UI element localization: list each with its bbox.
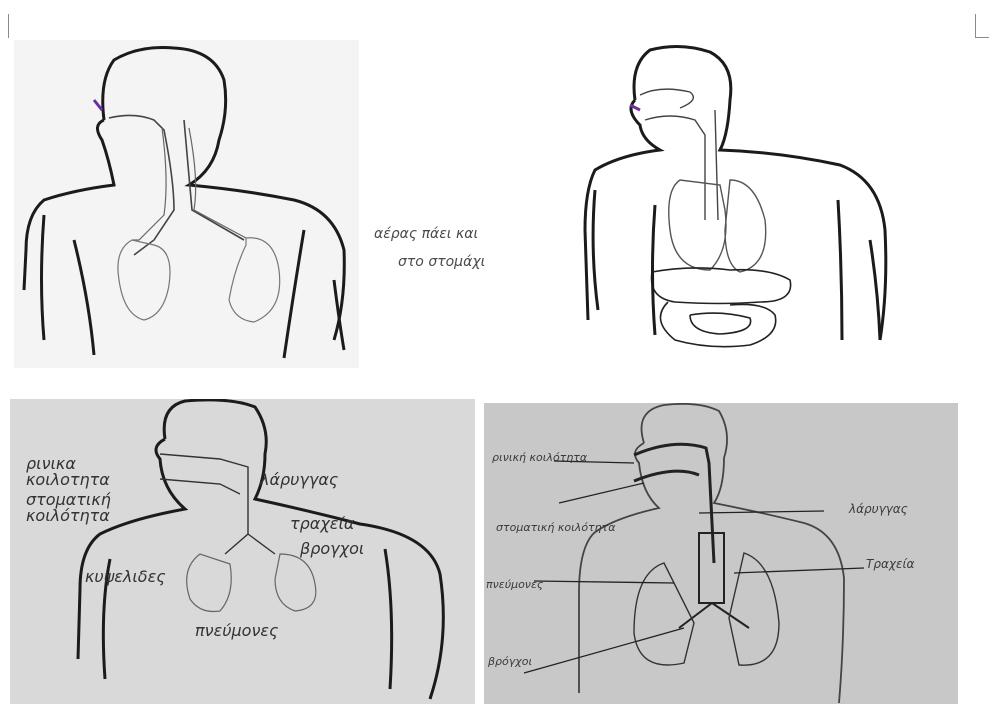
label-oral-cavity: στοματική κοιλότητα <box>496 521 616 534</box>
label-alveoli: κυψελιδες <box>85 567 166 586</box>
label-nasal-2: κοιλοτητα <box>26 470 110 489</box>
label-larynx: λάρυγγας <box>848 502 908 516</box>
label-trachea: τραχεία <box>290 514 355 533</box>
drawing-respiratory-labeled-arrows: ρινική κοιλότητα στοματική κοιλότητα λάρ… <box>484 403 958 704</box>
label-lungs: πνεύμονες <box>486 578 544 591</box>
label-trachea: Τραχεία <box>866 557 915 571</box>
corner-mark-left <box>8 14 9 38</box>
note-line-2: στο στομάχι <box>398 254 485 270</box>
drawing-respiratory-digestive <box>580 40 898 370</box>
drawing-respiratory-simple <box>14 40 359 368</box>
corner-mark-right-vertical <box>975 14 976 38</box>
label-bronchi: βρογχοι <box>299 539 364 558</box>
body-outline-sketch <box>14 40 359 368</box>
body-outline-sketch <box>580 40 898 370</box>
label-oral-2: κοιλότητα <box>26 506 110 525</box>
label-lungs: πνεύμονες <box>195 621 278 640</box>
label-nasal-cavity: ρινική κοιλότητα <box>492 451 588 464</box>
drawing-respiratory-labeled-greek: ρινικα κοιλοτητα στοματική κοιλότητα λάρ… <box>10 399 475 704</box>
label-larynx: λάρυγγας <box>259 470 338 489</box>
corner-mark-right-horizontal <box>975 37 989 38</box>
handwritten-note: αέρας πάει και στο στομάχι <box>368 220 583 280</box>
body-outline-sketch: ρινικα κοιλοτητα στοματική κοιλότητα λάρ… <box>10 399 475 704</box>
label-bronchi: βρόγχοι <box>487 655 532 668</box>
note-line-1: αέρας πάει και <box>374 226 478 242</box>
body-outline-sketch: ρινική κοιλότητα στοματική κοιλότητα λάρ… <box>484 403 958 704</box>
